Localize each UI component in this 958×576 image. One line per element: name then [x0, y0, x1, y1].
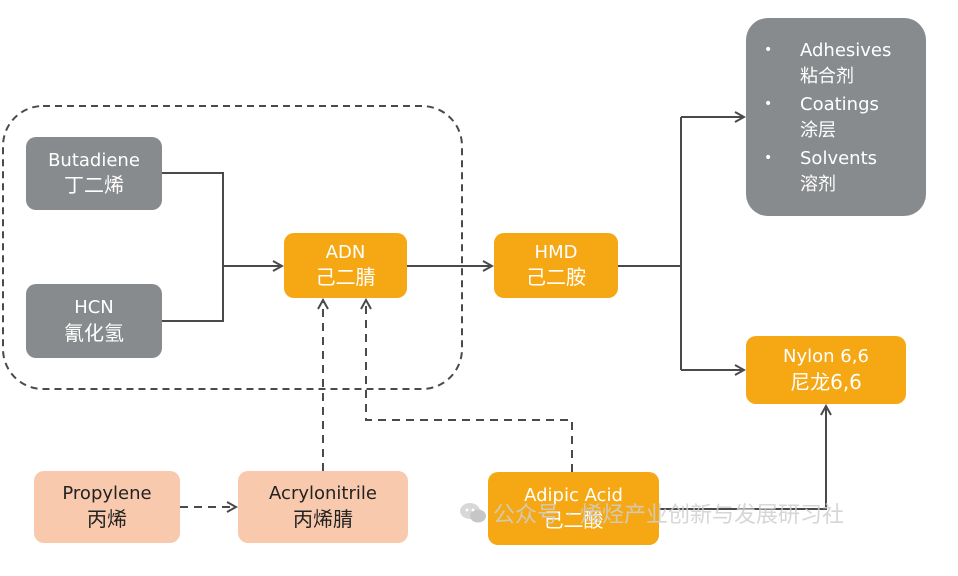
node-applications: • Adhesives 粘合剂 • Coatings 涂层 • Solvents… [746, 18, 926, 216]
node-hmd-zh: 己二胺 [526, 265, 586, 290]
node-adn: ADN 己二腈 [284, 233, 407, 298]
application-item: • Coatings 涂层 [746, 92, 926, 144]
arrow-adipic-to-adn [366, 300, 573, 472]
application-zh: 粘合剂 [800, 66, 854, 87]
watermark: 公众号 · 烯烃产业创新与发展研习社 [459, 493, 844, 533]
application-en: Adhesives [800, 40, 892, 61]
node-adipic-acid: Adipic Acid 己二酸 [488, 472, 659, 545]
node-propylene-zh: 丙烯 [87, 506, 127, 531]
connector-butadiene [162, 172, 224, 266]
application-zh: 涂层 [800, 120, 836, 141]
node-adipic-acid-zh: 己二酸 [543, 508, 604, 533]
bullet-icon: • [764, 96, 773, 112]
connector-hcn [162, 266, 224, 322]
arrow-adipic-to-nylon [659, 406, 826, 510]
adn-process-group-frame [2, 105, 463, 390]
application-zh: 溶剂 [800, 174, 836, 195]
node-butadiene-zh: 丁二烯 [64, 173, 124, 198]
node-butadiene: Butadiene 丁二烯 [26, 137, 162, 210]
watermark-text: 公众号 · 烯烃产业创新与发展研习社 [493, 503, 844, 528]
node-nylon: Nylon 6,6 尼龙6,6 [746, 336, 906, 404]
applications-list: • Adhesives 粘合剂 • Coatings 涂层 • Solvents… [746, 38, 926, 198]
node-hmd: HMD 己二胺 [494, 233, 618, 298]
node-hcn-en: HCN [74, 297, 114, 319]
node-acrylonitrile-en: Acrylonitrile [269, 483, 377, 505]
node-hcn: HCN 氰化氢 [26, 284, 162, 358]
wechat-icon [460, 503, 486, 523]
node-hmd-en: HMD [534, 241, 578, 263]
node-adipic-acid-en: Adipic Acid [524, 484, 623, 506]
bullet-icon: • [764, 42, 773, 58]
node-acrylonitrile-zh: 丙烯腈 [293, 506, 353, 531]
application-item: • Adhesives 粘合剂 [746, 38, 926, 90]
node-hcn-zh: 氰化氢 [64, 320, 124, 345]
node-nylon-zh: 尼龙6,6 [790, 369, 862, 394]
node-adn-en: ADN [325, 241, 366, 263]
application-item: • Solvents 溶剂 [746, 146, 926, 198]
node-nylon-en: Nylon 6,6 [783, 346, 869, 368]
bullet-icon: • [764, 150, 773, 166]
node-adn-zh: 己二腈 [315, 265, 376, 290]
node-acrylonitrile: Acrylonitrile 丙烯腈 [238, 471, 408, 543]
application-en: Coatings [800, 94, 879, 115]
node-propylene: Propylene 丙烯 [34, 471, 180, 543]
node-butadiene-en: Butadiene [48, 149, 140, 171]
node-propylene-en: Propylene [62, 483, 152, 505]
application-en: Solvents [800, 148, 878, 169]
